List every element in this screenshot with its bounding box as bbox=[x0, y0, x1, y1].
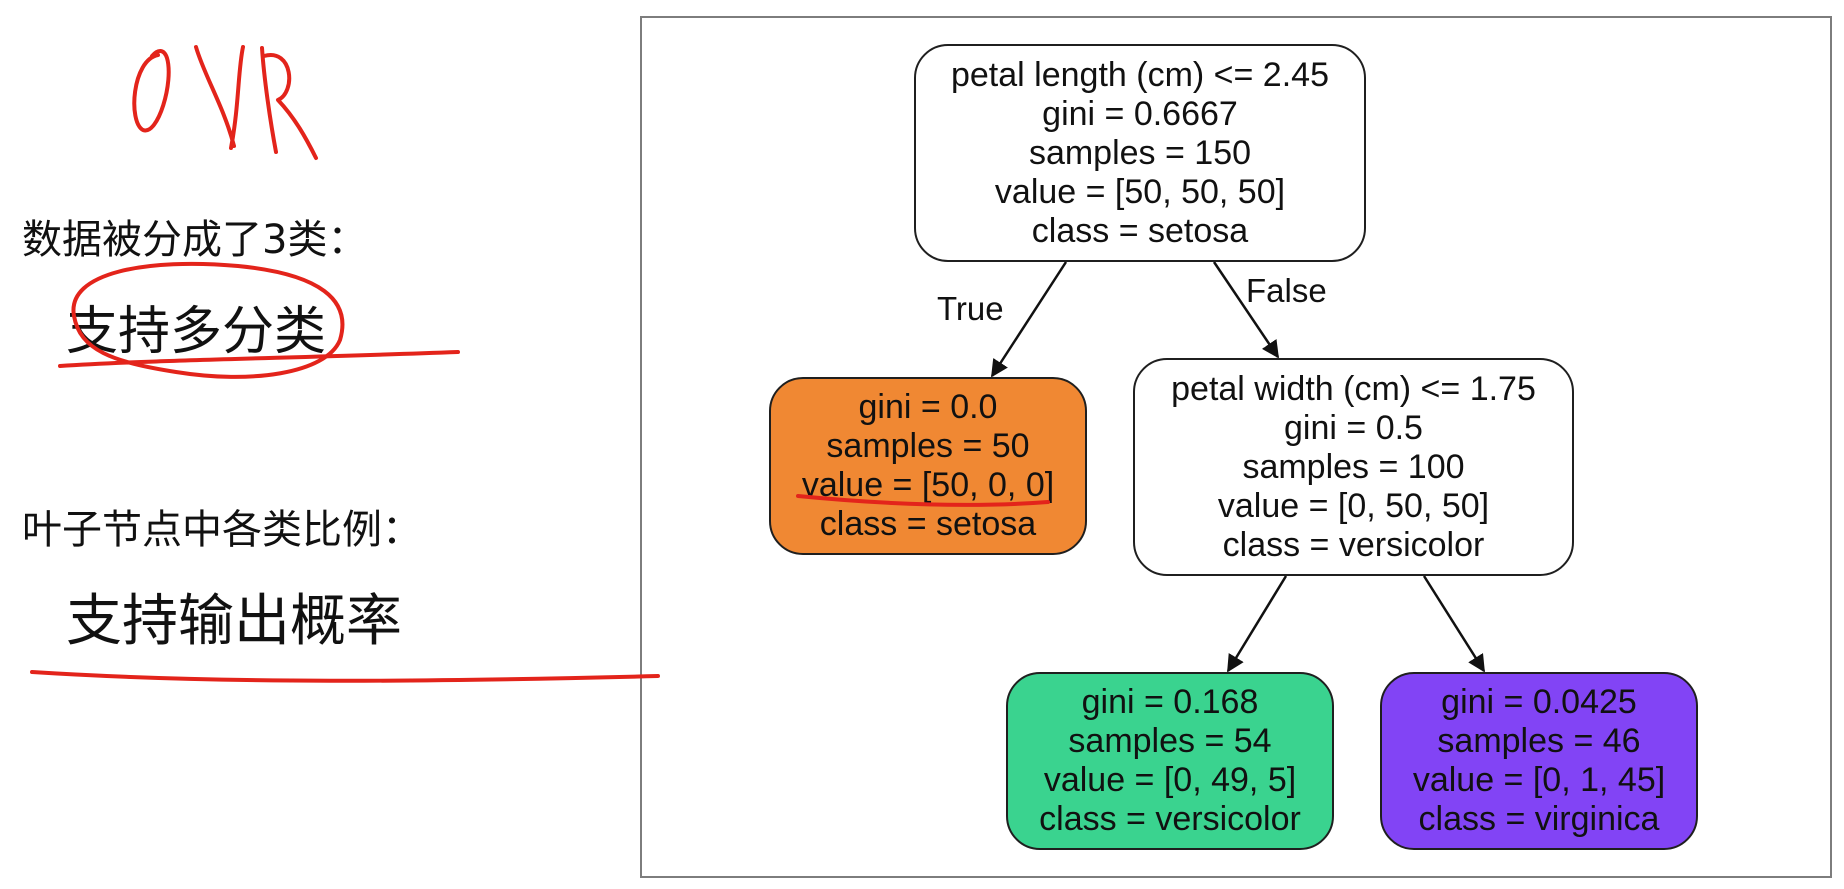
tree-node-setosa-leaf: gini = 0.0 samples = 50 value = [50, 0, … bbox=[769, 377, 1087, 555]
tree-node-root: petal length (cm) <= 2.45 gini = 0.6667 … bbox=[914, 44, 1366, 262]
tree-node-virginica-leaf: gini = 0.0425 samples = 46 value = [0, 1… bbox=[1380, 672, 1698, 850]
node-condition: petal length (cm) <= 2.45 bbox=[950, 55, 1329, 94]
node-gini: gini = 0.0425 bbox=[1441, 683, 1637, 721]
node-value: value = [0, 49, 5] bbox=[1043, 761, 1297, 799]
scribble-ovr-v bbox=[194, 45, 245, 150]
node-value: value = [50, 0, 0] bbox=[801, 466, 1055, 504]
node-samples: samples = 50 bbox=[826, 427, 1030, 465]
scribble-ovr-r bbox=[260, 46, 318, 160]
node-samples: samples = 46 bbox=[1437, 722, 1641, 760]
node-value: value = [50, 50, 50] bbox=[994, 172, 1286, 211]
node-value: value = [0, 50, 50] bbox=[1217, 486, 1490, 525]
emphasis-multiclass: 支持多分类 bbox=[66, 302, 327, 362]
node-samples: samples = 100 bbox=[1242, 447, 1465, 486]
node-samples: samples = 150 bbox=[1028, 133, 1252, 172]
node-class: class = virginica bbox=[1418, 800, 1660, 838]
node-gini: gini = 0.168 bbox=[1081, 683, 1259, 721]
scribble-ovr-o bbox=[132, 49, 171, 133]
tree-node-petal-width-split: petal width (cm) <= 1.75 gini = 0.5 samp… bbox=[1133, 358, 1574, 576]
node-condition: petal width (cm) <= 1.75 bbox=[1171, 369, 1536, 408]
edge-label-true: True bbox=[937, 290, 1004, 327]
underline-probability bbox=[30, 670, 660, 683]
node-samples: samples = 54 bbox=[1068, 722, 1272, 760]
node-gini: gini = 0.5 bbox=[1284, 408, 1423, 447]
heading-leaf-ratio: 叶子节点中各类比例： bbox=[22, 507, 422, 553]
edge-label-false: False bbox=[1246, 272, 1327, 309]
heading-classes: 数据被分成了3类： bbox=[22, 217, 368, 263]
node-class: class = setosa bbox=[819, 505, 1037, 543]
emphasis-probability: 支持输出概率 bbox=[66, 589, 402, 654]
node-class: class = setosa bbox=[1031, 211, 1249, 250]
node-class: class = versicolor bbox=[1222, 525, 1485, 564]
node-gini: gini = 0.6667 bbox=[1042, 94, 1238, 133]
node-gini: gini = 0.0 bbox=[858, 388, 998, 426]
node-class: class = versicolor bbox=[1039, 800, 1301, 838]
tree-node-versicolor-leaf: gini = 0.168 samples = 54 value = [0, 49… bbox=[1006, 672, 1334, 850]
node-value: value = [0, 1, 45] bbox=[1412, 761, 1666, 799]
